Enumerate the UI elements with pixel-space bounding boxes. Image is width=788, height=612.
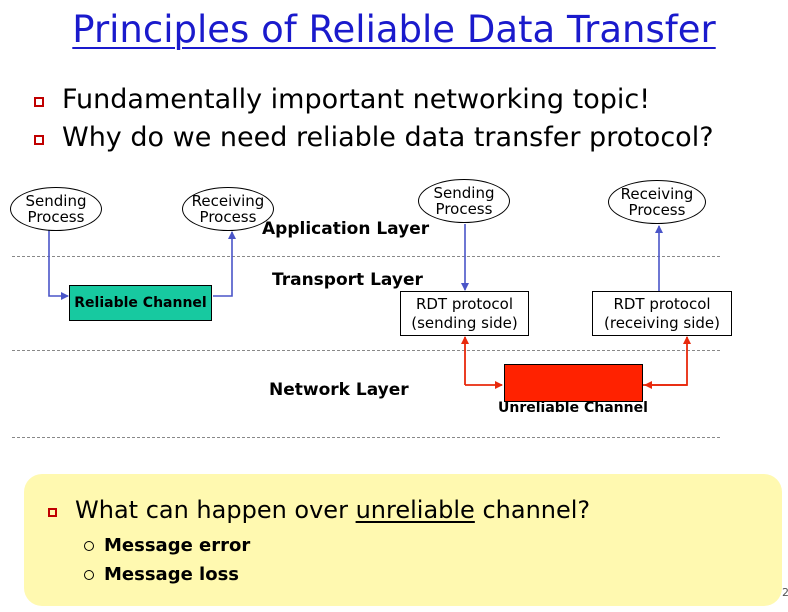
arrow-send-to-reliable — [48, 227, 69, 300]
question-underlined: unreliable — [355, 496, 475, 524]
question-prefix: What can happen over — [75, 496, 356, 524]
callout-item-2: Message loss — [84, 564, 239, 585]
left-sending-process-line2: Process — [27, 208, 85, 226]
slide-title: Principles of Reliable Data Transfer — [72, 8, 716, 51]
circle-bullet-icon — [84, 569, 94, 580]
callout-box — [24, 474, 782, 606]
layer-divider-app-transport — [12, 256, 720, 257]
bullet-1: Fundamentally important networking topic… — [34, 84, 650, 115]
page-number: 2 — [782, 586, 788, 599]
rdt-sending-side-box: RDT protocol(sending side) — [400, 291, 529, 336]
circle-bullet-icon — [84, 540, 94, 551]
layer-divider-network-bottom — [12, 437, 720, 438]
right-receiving-process-line1: Receiving — [620, 185, 694, 203]
left-sending-process-line1: Sending — [25, 192, 87, 210]
bullet-1-text: Fundamentally important networking topic… — [62, 84, 651, 115]
arrow-reliable-to-receive — [213, 231, 236, 297]
right-receiving-process-line2: Process — [628, 201, 686, 219]
right-sending-process-line1: Sending — [433, 184, 495, 202]
left-receiving-process-line1: Receiving — [191, 192, 265, 210]
bullet-2: Why do we need reliable data transfer pr… — [34, 122, 714, 153]
rdt-receiving-side-box: RDT protocol(receiving side) — [592, 291, 732, 336]
callout-item-2-text: Message loss — [104, 564, 240, 585]
rdt-sending-line1: RDT protocol — [415, 294, 514, 313]
square-bullet-icon — [34, 96, 44, 107]
reliable-channel-box: Reliable Channel — [69, 285, 212, 321]
question-suffix: channel? — [474, 496, 591, 524]
bullet-2-text: Why do we need reliable data transfer pr… — [62, 122, 714, 153]
callout-item-1: Message error — [84, 535, 250, 556]
transport-layer-label: Transport Layer — [272, 270, 423, 290]
application-layer-label: Application Layer — [262, 219, 430, 239]
unreliable-channel-box — [504, 364, 643, 402]
left-receiving-process-line2: Process — [199, 208, 257, 226]
rdt-sending-line2: (sending side) — [411, 313, 518, 332]
unreliable-channel-label: Unreliable Channel — [498, 400, 648, 416]
network-layer-label: Network Layer — [269, 380, 409, 400]
callout-item-1-text: Message error — [104, 535, 251, 556]
square-bullet-icon — [34, 134, 44, 145]
rdt-receiving-line2: (receiving side) — [604, 313, 720, 332]
callout-question: What can happen over unreliable channel? — [48, 496, 590, 524]
square-bullet-icon — [48, 507, 57, 517]
rdt-receiving-line1: RDT protocol — [613, 294, 711, 313]
right-sending-process-line2: Process — [435, 200, 493, 218]
arrow-unreliable-to-rdt-recv — [643, 336, 691, 386]
layer-divider-transport-network — [12, 350, 720, 351]
